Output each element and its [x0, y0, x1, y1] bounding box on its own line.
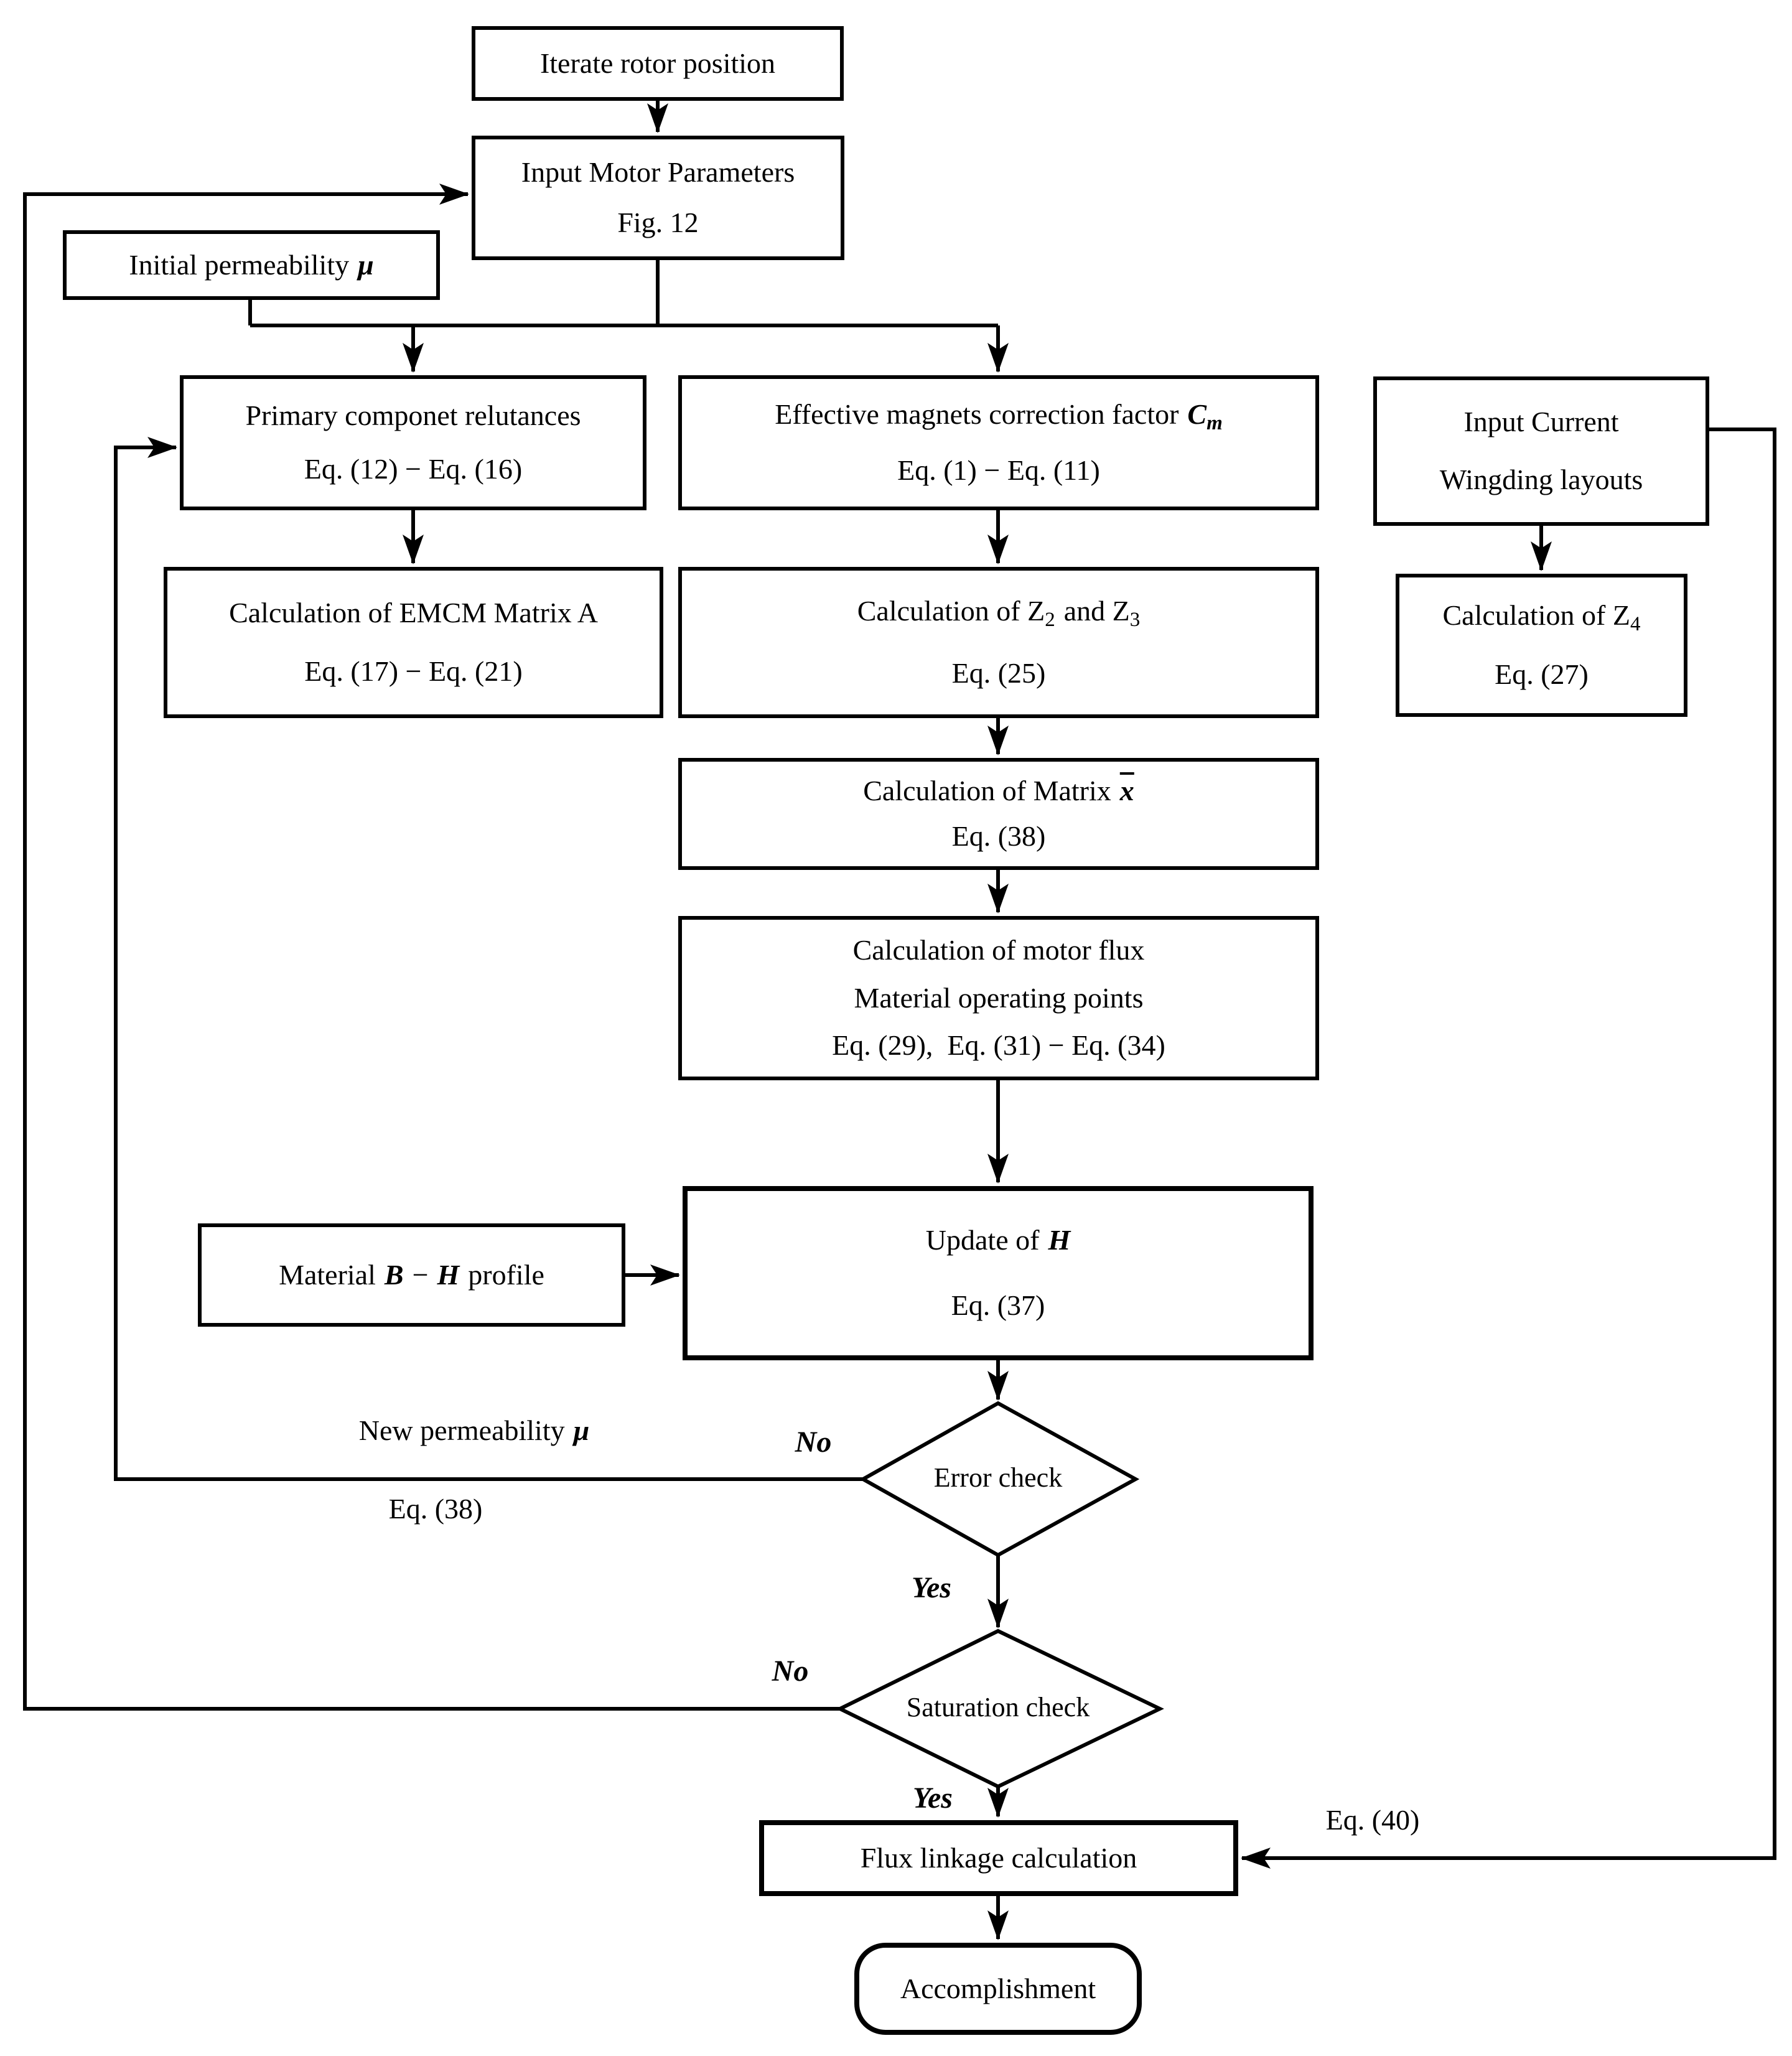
input-motor-parameters-node: Input Motor Parameters Fig. 12 [472, 136, 844, 260]
accomplishment-node: Accomplishment [854, 1943, 1142, 2035]
z4-calculation-node: Calculation of Z4 Eq. (27) [1396, 574, 1687, 717]
h-symbol: H [1048, 1223, 1071, 1256]
saturation-check-label: Saturation check [906, 1692, 1090, 1722]
mu-symbol: μ [573, 1414, 590, 1446]
error-check-label: Error check [933, 1462, 1063, 1493]
saturation-no-label: No [772, 1655, 809, 1688]
new-permeability-eq-label: Eq. (38) [388, 1493, 483, 1525]
equation-range: Eq. (25) [951, 657, 1046, 689]
node-label: Flux linkage calculation [860, 1841, 1137, 1874]
node-label: Input Current [1463, 405, 1619, 437]
equation-range: Eq. (37) [951, 1289, 1045, 1322]
eq40-label: Eq. (40) [1325, 1804, 1420, 1836]
flux-linkage-calculation-node: Flux linkage calculation [759, 1820, 1238, 1896]
h-symbol: H [437, 1258, 460, 1291]
node-label: Input Motor Parameters [521, 156, 795, 189]
error-no-label: No [795, 1426, 832, 1459]
iterate-rotor-position-node: Iterate rotor position [472, 26, 844, 101]
b-symbol: B [384, 1258, 404, 1291]
edge-error-no-feedback [114, 437, 863, 1481]
error-check-diamond [859, 1401, 1140, 1558]
error-yes-label: Yes [912, 1571, 951, 1604]
node-label: Calculation of motor flux [852, 934, 1145, 966]
z3-subscript: 3 [1129, 609, 1141, 632]
mu-symbol: μ [358, 248, 374, 281]
node-label: Calculation of EMCM Matrix A [229, 596, 598, 628]
node-label: Calculation of Z4 [1442, 599, 1641, 636]
node-label: Accomplishment [900, 1972, 1096, 2004]
equation-range: Eq. (1) − Eq. (11) [897, 454, 1100, 487]
equation-range: Eq. (12) − Eq. (16) [304, 453, 523, 485]
z4-subscript: 4 [1630, 613, 1641, 636]
motor-flux-calculation-node: Calculation of motor flux Material opera… [678, 916, 1319, 1080]
equation-range: Eq. (38) [951, 820, 1046, 853]
input-current-winding-node: Input Current Wingding layouts [1373, 376, 1709, 526]
equation-range: Eq. (29), Eq. (31) − Eq. (34) [832, 1029, 1165, 1061]
cm-symbol: C [1187, 398, 1207, 430]
node-label: Primary componet relutances [245, 400, 581, 432]
x-bar-symbol: x [1119, 774, 1134, 806]
equation-range: Eq. (27) [1495, 658, 1589, 691]
primary-component-reluctances-node: Primary componet relutances Eq. (12) − E… [180, 375, 646, 510]
node-label: Iterate rotor position [539, 47, 776, 79]
edge-eq40-feedback-to-flux [1241, 428, 1776, 1869]
node-sublabel: Fig. 12 [617, 206, 699, 238]
dash-symbol: − [412, 1258, 429, 1291]
node-sublabel: Wingding layouts [1439, 464, 1643, 496]
z2-subscript: 2 [1045, 609, 1055, 632]
cm-subscript: m [1206, 411, 1223, 434]
edge-saturation-no-feedback [23, 184, 840, 1711]
saturation-check-diamond [836, 1628, 1164, 1789]
saturation-yes-label: Yes [913, 1782, 953, 1815]
node-sublabel: Material operating points [854, 981, 1144, 1014]
emcm-matrix-a-node: Calculation of EMCM Matrix A Eq. (17) − … [164, 567, 663, 718]
equation-range: Eq. (17) − Eq. (21) [304, 655, 523, 688]
